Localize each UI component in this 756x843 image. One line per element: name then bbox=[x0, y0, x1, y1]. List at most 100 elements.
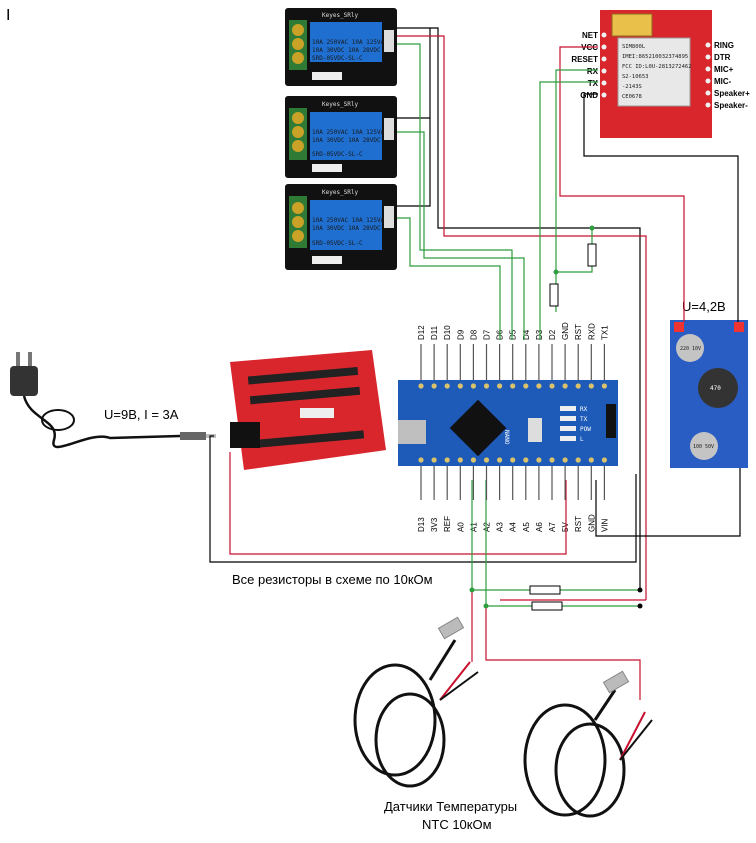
nano-led-label: TX bbox=[580, 416, 588, 423]
nano-pin-bottom-a7: A7 bbox=[548, 522, 557, 532]
sim-pin-tx: TX bbox=[588, 79, 599, 88]
nano-pin-pad bbox=[601, 383, 608, 389]
nano-pin-bottom-ref: REF bbox=[443, 516, 452, 532]
relay-module-2: 10A 250VAC 10A 125VAC 10A 30VDC 10A 28VD… bbox=[285, 96, 397, 178]
sensors-label-line1: Датчики Температуры bbox=[384, 799, 517, 814]
nano-pin-pad bbox=[575, 383, 581, 389]
nano-pin-bottom-a2: A2 bbox=[483, 522, 492, 532]
regulator-cap-right: 100 50V bbox=[693, 444, 714, 450]
nano-pin-top-rxd: RXD bbox=[587, 323, 596, 340]
nano-pin-pad bbox=[523, 457, 529, 463]
nano-led-label: RX bbox=[580, 406, 588, 413]
relay-rating-1: 10A 250VAC 10A 125VAC bbox=[312, 39, 388, 46]
nano-pin-pad bbox=[470, 383, 476, 389]
corner-mark: I bbox=[6, 7, 10, 24]
sim-pin-pad bbox=[601, 80, 607, 86]
nano-pin-bottom-a4: A4 bbox=[509, 522, 518, 532]
relay-brand: Keyes_SRly bbox=[322, 189, 359, 196]
nano-board-label: NANO bbox=[503, 430, 510, 445]
sim-chip-line: CE0678 bbox=[622, 94, 642, 100]
regulator-cap-left: 220 10V bbox=[680, 346, 701, 352]
nano-pin-bottom-3v3: 3V3 bbox=[430, 517, 439, 532]
nano-pin-bottom-a1: A1 bbox=[469, 522, 478, 532]
sim-chip-line: -2143S bbox=[622, 84, 642, 90]
nano-pin-pad bbox=[457, 457, 463, 463]
sim-pin-pad bbox=[705, 102, 711, 108]
nano-pin-pad bbox=[536, 457, 542, 463]
nano-led-label: L bbox=[580, 436, 584, 443]
nano-pin-pad bbox=[588, 383, 594, 389]
nano-pin-pad bbox=[523, 383, 529, 389]
sim-pin-speaker: Speaker- bbox=[714, 101, 748, 110]
nano-pin-pad bbox=[510, 457, 516, 463]
sim-pin-pad bbox=[601, 56, 607, 62]
nano-pin-pad bbox=[418, 383, 424, 389]
sim-chip-line: S2-10653 bbox=[622, 74, 649, 80]
sensor-shield bbox=[230, 350, 386, 470]
relay-brand: Keyes_SRly bbox=[322, 12, 359, 19]
nano-pin-pad bbox=[536, 383, 542, 389]
sim-pin-pad bbox=[705, 54, 711, 60]
junctions bbox=[469, 225, 643, 609]
sim-pin-pad bbox=[601, 44, 607, 50]
relay-model: SRD-05VDC-SL-C bbox=[312, 240, 363, 247]
sim-pin-ring: RING bbox=[714, 41, 734, 50]
sim-pin-pad bbox=[705, 90, 711, 96]
nano-pin-pad bbox=[549, 383, 555, 389]
nano-pin-pad bbox=[431, 383, 437, 389]
nano-pin-pad bbox=[418, 457, 424, 463]
nano-pin-pad bbox=[562, 457, 568, 463]
relay-rating-1: 10A 250VAC 10A 125VAC bbox=[312, 217, 388, 224]
relay-model: SRD-05VDC-SL-C bbox=[312, 55, 363, 62]
wiring bbox=[209, 27, 741, 700]
nano-pin-top-rst: RST bbox=[574, 324, 583, 340]
nano-pin-bottom-vin: VIN bbox=[600, 518, 609, 532]
nano-pin-bottom-gnd: GND bbox=[587, 514, 596, 532]
nano-pin-top-d8: D8 bbox=[469, 329, 478, 340]
sim-pin-pad bbox=[705, 42, 711, 48]
nano-led bbox=[560, 406, 576, 411]
nano-led bbox=[560, 436, 576, 441]
regulator-inductor: 470 bbox=[710, 385, 721, 392]
power-supply-label: U=9B, I = 3A bbox=[104, 407, 179, 422]
relay-rating-2: 10A 30VDC 10A 28VDC bbox=[312, 47, 381, 54]
nano-pin-top-d5: D5 bbox=[509, 329, 518, 340]
temperature-sensor-2 bbox=[523, 670, 653, 818]
nano-pin-pad bbox=[549, 457, 555, 463]
sim-pin-pad bbox=[705, 78, 711, 84]
nano-pin-pad bbox=[497, 383, 503, 389]
nano-pin-bottom-a3: A3 bbox=[496, 522, 505, 532]
regulator-voltage-label: U=4,2B bbox=[682, 299, 726, 314]
resistors-note: Все резисторы в схеме по 10кОм bbox=[232, 572, 433, 587]
nano-pin-top-d10: D10 bbox=[443, 325, 452, 340]
relay-module-1: 10A 250VAC 10A 125VAC 10A 30VDC 10A 28VD… bbox=[285, 8, 397, 86]
relay-rating-2: 10A 30VDC 10A 28VDC bbox=[312, 137, 381, 144]
nano-pin-top-d2: D2 bbox=[548, 329, 557, 340]
nano-pin-top-tx1: TX1 bbox=[600, 325, 609, 340]
nano-pin-bottom-rst: RST bbox=[574, 516, 583, 532]
nano-pin-pad bbox=[444, 383, 450, 389]
nano-pin-top-d7: D7 bbox=[483, 329, 492, 340]
sim-pin-pad bbox=[601, 32, 607, 38]
sim-pin-gnd: GND bbox=[580, 91, 598, 100]
sim-chip-line: SIM800L bbox=[622, 44, 646, 50]
nano-pin-pad bbox=[588, 457, 594, 463]
nano-pin-top-d12: D12 bbox=[417, 325, 426, 340]
sim-pin-rx: RX bbox=[587, 67, 599, 76]
nano-pin-bottom-a0: A0 bbox=[456, 522, 465, 532]
resistor-r2 bbox=[549, 283, 559, 307]
resistor-r4 bbox=[531, 601, 563, 611]
resistor-r3 bbox=[529, 585, 561, 595]
resistor-r1 bbox=[587, 243, 597, 267]
nano-pin-top-d9: D9 bbox=[456, 329, 465, 340]
sim-pin-speaker: Speaker+ bbox=[714, 89, 750, 98]
nano-pin-pad bbox=[601, 457, 608, 463]
sim-pin-mic: MIC- bbox=[714, 77, 732, 86]
step-down-regulator: 220 10V 470 100 50V bbox=[670, 320, 748, 468]
relay-rating-1: 10A 250VAC 10A 125VAC bbox=[312, 129, 388, 136]
nano-pin-pad bbox=[470, 457, 476, 463]
sim-chip-line: FCC ID:L0U-2813272462 bbox=[622, 64, 692, 70]
nano-led bbox=[560, 426, 576, 431]
